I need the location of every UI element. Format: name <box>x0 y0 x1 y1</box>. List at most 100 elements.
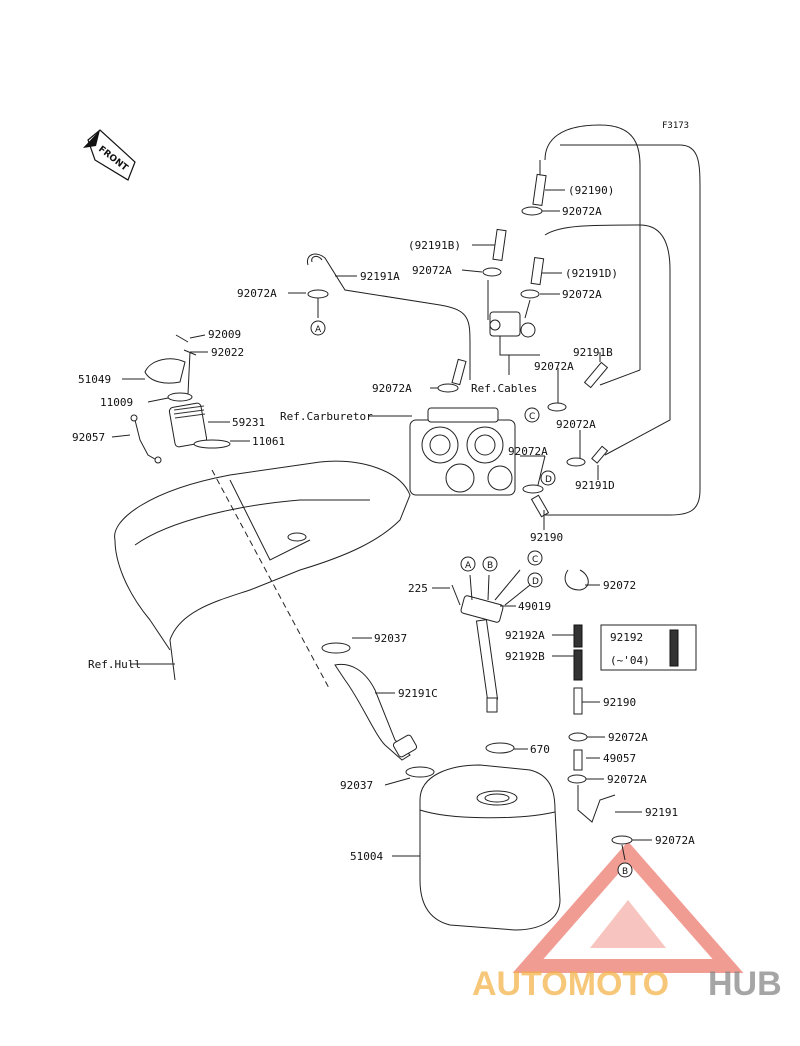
label-92072a-2: 92072A <box>412 264 452 277</box>
hose-92191d <box>591 445 609 464</box>
leader-lines <box>111 189 652 861</box>
clamp-92072 <box>564 569 589 591</box>
label-92057: 92057 <box>72 431 105 444</box>
ref-cables: Ref.Cables <box>471 382 537 395</box>
label-225: 225 <box>408 582 428 595</box>
label-92037-upper: 92037 <box>374 632 407 645</box>
label-92072a-1: 92072A <box>562 205 602 218</box>
label-92072a-3: 92072A <box>562 288 602 301</box>
filter-59231 <box>168 402 208 448</box>
hose-92192b <box>573 649 583 681</box>
clamp-92072a-1 <box>521 206 543 216</box>
hose-92191 <box>577 785 616 823</box>
clamp-92072a-10 <box>567 774 587 784</box>
ref-hull: Ref.Hull <box>88 658 141 671</box>
hose-92190 <box>532 173 547 206</box>
hose-92191a <box>306 253 471 380</box>
label-92190-right: 92190 <box>603 696 636 709</box>
label-92190-paren: (92190) <box>568 184 614 197</box>
label-92190: 92190 <box>530 531 563 544</box>
label-92037-lower: 92037 <box>340 779 373 792</box>
label-59231: 59231 <box>232 416 265 429</box>
clamp-92072a-3 <box>520 289 540 299</box>
clamp-92072a-5 <box>437 383 459 393</box>
svg-text:B: B <box>487 561 493 571</box>
fuel-valve-49019 <box>460 569 531 713</box>
fitting-49057 <box>573 749 583 771</box>
watermark-text: AUTOMOTO HUB <box>472 965 782 1003</box>
carburetor <box>409 407 516 496</box>
strap-92057 <box>134 419 161 463</box>
label-92072: 92072 <box>603 579 636 592</box>
watermark-logo <box>512 841 744 973</box>
hose-segment-mid <box>451 358 467 386</box>
svg-text:D: D <box>545 475 552 485</box>
circle-a-2: A <box>460 556 476 572</box>
label-49057: 49057 <box>603 752 636 765</box>
label-92072a-6: 92072A <box>372 382 412 395</box>
circle-c-2: C <box>527 550 543 566</box>
label-92191a: 92191A <box>360 270 400 283</box>
hose-92191d-paren <box>530 256 545 286</box>
fuel-fitting <box>489 311 540 356</box>
clamp-92037-upper <box>321 642 351 654</box>
clamp-92072a-4 <box>307 289 329 299</box>
svg-text:HUB: HUB <box>708 965 782 1003</box>
hose-92191b-paren <box>492 228 507 261</box>
label-92192b: 92192B <box>505 650 545 663</box>
label-92072a-10: 92072A <box>607 773 647 786</box>
seal-11061 <box>193 439 231 449</box>
cap-51049 <box>144 358 186 384</box>
label-51004: 51004 <box>350 850 383 863</box>
hose-92192a <box>573 624 583 648</box>
label-92191: 92191 <box>645 806 678 819</box>
label-49019: 49019 <box>518 600 551 613</box>
hose-92190-lower <box>530 494 550 518</box>
svg-text:A: A <box>465 561 472 571</box>
label-04: (~'04) <box>610 654 650 667</box>
svg-text:B: B <box>622 867 628 877</box>
label-670: 670 <box>530 743 550 756</box>
dashed-guide <box>211 469 331 691</box>
clamp-92072a-9 <box>568 732 588 742</box>
clamp-92037-lower <box>405 766 435 778</box>
front-arrow-icon: FRONT <box>83 129 136 181</box>
svg-text:C: C <box>529 412 535 422</box>
circle-a-1: A <box>310 320 326 336</box>
figure-code: F3173 <box>662 121 689 131</box>
svg-text:AUTOMOTO: AUTOMOTO <box>472 965 669 1003</box>
svg-text:D: D <box>532 577 539 587</box>
hose-loop-2 <box>545 144 701 516</box>
label-92191b: 92191B <box>573 346 613 359</box>
label-11061: 11061 <box>252 435 285 448</box>
label-92191d: 92191D <box>575 479 615 492</box>
bolt-92009 <box>175 334 189 343</box>
hose-92190-right <box>573 687 583 715</box>
hose-92191c <box>334 663 411 761</box>
label-92022: 92022 <box>211 346 244 359</box>
circle-d-1: D <box>540 470 556 486</box>
label-92072a-7: 92072A <box>556 418 596 431</box>
hull-outline <box>114 460 411 681</box>
clamp-92072a-11 <box>611 835 633 845</box>
circle-d-2: D <box>527 572 543 588</box>
hose-92191b <box>583 361 609 389</box>
label-92072a-9: 92072A <box>608 731 648 744</box>
hose-loop-3 <box>544 224 671 456</box>
circle-c-1: C <box>524 407 540 423</box>
label-92191b-paren: (92191B) <box>408 239 461 252</box>
label-92072a-5: 92072A <box>534 360 574 373</box>
ref-carburetor: Ref.Carburetor <box>280 410 373 423</box>
label-92192: 92192 <box>610 631 643 644</box>
label-92072a-8: 92072A <box>508 445 548 458</box>
clamp-92072a-2 <box>482 267 502 277</box>
clamp-92072a-6 <box>547 402 567 412</box>
oring-670 <box>485 742 515 754</box>
label-92072a-4: 92072A <box>237 287 277 300</box>
label-92191c: 92191C <box>398 687 438 700</box>
label-92192a: 92192A <box>505 629 545 642</box>
label-11009: 11009 <box>100 396 133 409</box>
label-51049: 51049 <box>78 373 111 386</box>
